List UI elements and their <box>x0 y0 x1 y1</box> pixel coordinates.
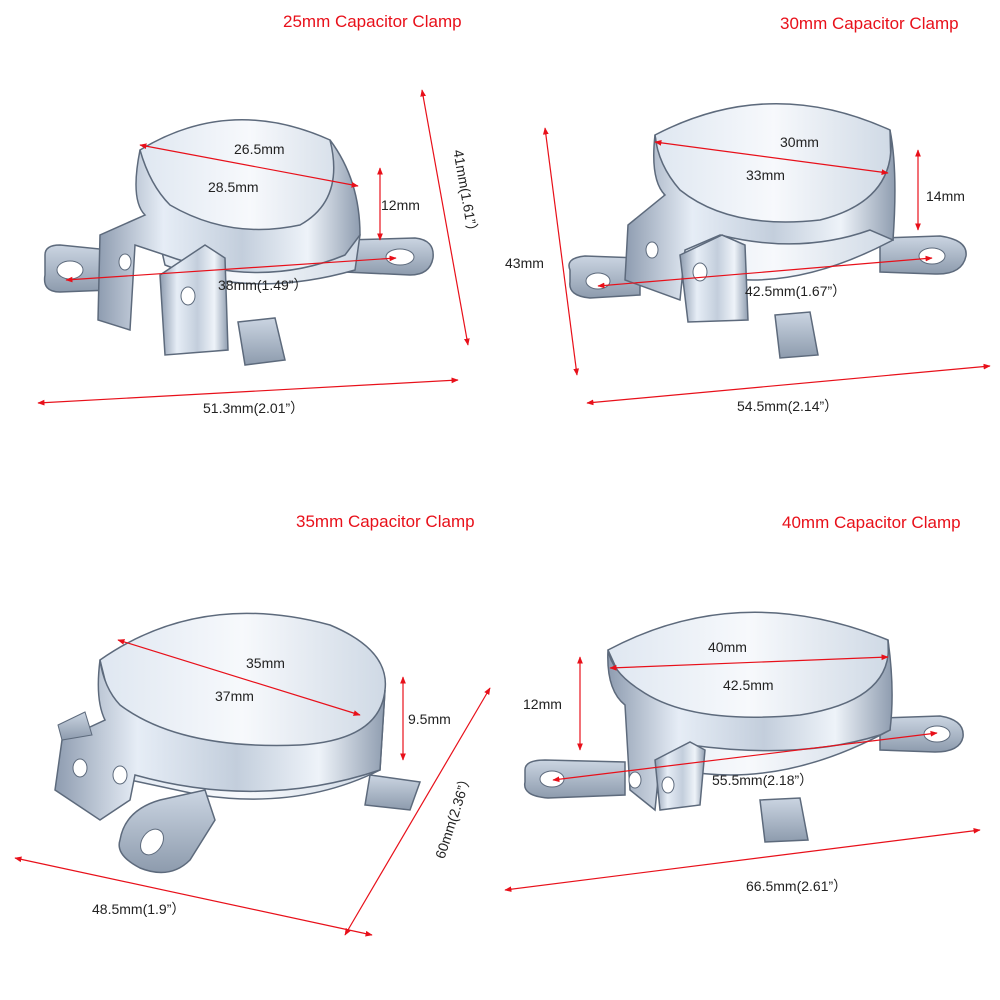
outer-diameter-label: 37mm <box>215 688 254 704</box>
hole-spacing-label: 42.5mm(1.67”） <box>745 283 847 299</box>
panel-title-30mm: 30mm Capacitor Clamp <box>780 14 959 33</box>
total-length-label: 66.5mm(2.61”） <box>746 878 848 894</box>
panel-title-40mm: 40mm Capacitor Clamp <box>782 513 961 532</box>
total-length-label: 51.3mm(2.01”） <box>203 400 305 416</box>
hole-spacing-label: 55.5mm(2.18”） <box>712 772 814 788</box>
measurement-lines <box>14 89 991 937</box>
clamp-35mm <box>54 612 422 874</box>
band-height-label: 12mm <box>523 696 562 712</box>
inner-diameter-label: 35mm <box>246 655 285 671</box>
hole-spacing-label: 38mm(1.49”） <box>218 277 308 293</box>
outer-diameter-label: 28.5mm <box>208 179 259 195</box>
outer-diameter-label: 33mm <box>746 167 785 183</box>
total-length-label: 54.5mm(2.14”） <box>737 398 839 414</box>
clamp-30mm <box>568 103 967 359</box>
total-height-label: 43mm <box>505 255 544 271</box>
inner-diameter-label: 30mm <box>780 134 819 150</box>
band-height-label: 9.5mm <box>408 711 451 727</box>
inner-diameter-label: 26.5mm <box>234 141 285 157</box>
band-height-label: 12mm <box>381 197 420 213</box>
total-length-label: 48.5mm(1.9”） <box>92 901 186 917</box>
outer-diameter-label: 42.5mm <box>723 677 774 693</box>
panel-title-25mm: 25mm Capacitor Clamp <box>283 12 462 31</box>
panel-title-35mm: 35mm Capacitor Clamp <box>296 512 475 531</box>
band-height-label: 14mm <box>926 188 965 204</box>
inner-diameter-label: 40mm <box>708 639 747 655</box>
